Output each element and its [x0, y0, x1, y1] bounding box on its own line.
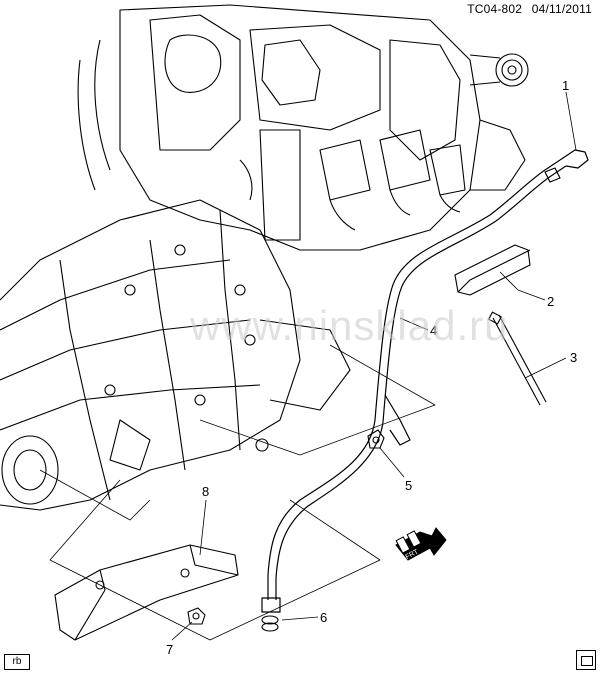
- projection-lines: [39, 344, 436, 641]
- front-arrow-icon: FRT: [395, 527, 447, 561]
- bolt-part-7: [187, 607, 206, 625]
- leader-lines: [171, 91, 577, 641]
- diagram-date: 04/11/2011: [531, 2, 592, 16]
- callout-4: 4: [430, 323, 437, 338]
- callout-6: 6: [320, 610, 327, 625]
- bolt-part-5: [367, 429, 385, 449]
- corner-label-box: rb: [4, 654, 30, 670]
- callout-7: 7: [166, 642, 173, 657]
- transmission-assembly: [0, 199, 351, 511]
- document-icon: [576, 650, 596, 670]
- diagram-code: TC04-802: [467, 2, 523, 16]
- watermark: www.ninsklad.ru: [190, 302, 509, 349]
- diagram-header: TC04-802 04/11/2011: [461, 2, 592, 16]
- seal-part-6: [261, 615, 279, 632]
- engine-assembly: [77, 4, 529, 251]
- callout-3: 3: [570, 350, 577, 365]
- bracket-part-8: [54, 544, 239, 641]
- heat-shield-sleeve: [454, 244, 531, 296]
- callout-8: 8: [202, 484, 209, 499]
- stud-rod: [488, 311, 547, 406]
- callout-1: 1: [562, 78, 569, 93]
- dipstick-handle: [544, 149, 589, 183]
- fill-tube: [261, 159, 567, 613]
- callout-2: 2: [547, 294, 554, 309]
- callout-5: 5: [405, 478, 412, 493]
